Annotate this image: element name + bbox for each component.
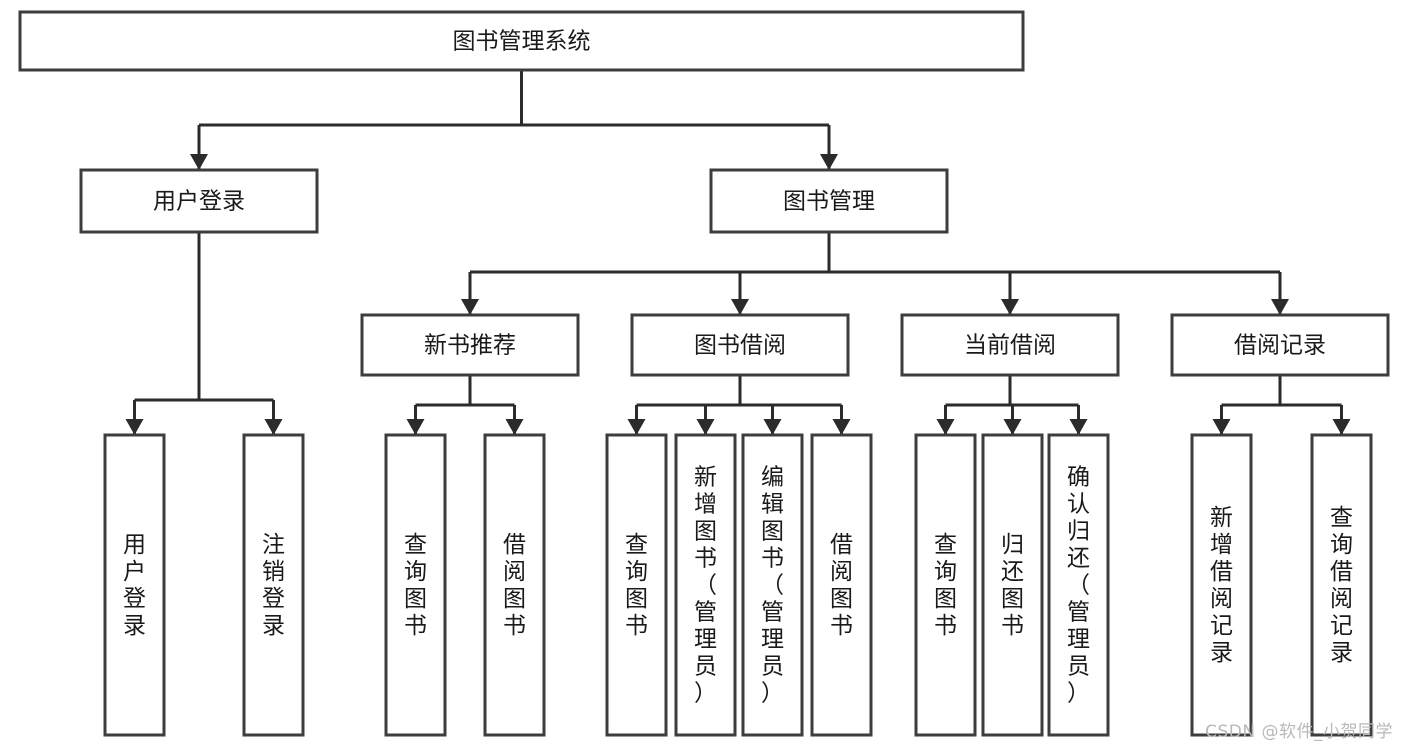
- node-book-management[interactable]: 图书管理: [709, 168, 949, 234]
- node-label-leaf-add-borrow-record: 新增借阅记录: [1210, 505, 1233, 666]
- node-label-leaf-edit-book-admin: 编辑图书（管理员）: [761, 465, 784, 707]
- node-label-leaf-query-book-recommend: 查询图书: [404, 532, 427, 639]
- node-label-user-login: 用户登录: [153, 189, 245, 215]
- node-book-borrow[interactable]: 图书借阅: [630, 313, 850, 377]
- node-label-leaf-add-book-admin: 新增图书（管理员）: [694, 465, 717, 707]
- node-leaf-query-book-borrow[interactable]: 查询图书: [605, 433, 668, 737]
- node-box-leaf-borrow-book-recommend[interactable]: [483, 433, 546, 737]
- node-box-leaf-user-login[interactable]: [103, 433, 166, 737]
- node-leaf-user-login[interactable]: 用户登录: [103, 433, 166, 737]
- node-leaf-return-book[interactable]: 归还图书: [981, 433, 1044, 737]
- node-label-leaf-borrow-book-recommend: 借阅图书: [503, 532, 526, 639]
- node-root[interactable]: 图书管理系统: [18, 10, 1025, 72]
- node-box-leaf-return-book[interactable]: [981, 433, 1044, 737]
- node-borrow-record[interactable]: 借阅记录: [1170, 313, 1390, 377]
- node-label-root: 图书管理系统: [453, 29, 591, 55]
- node-box-new-book-recommend[interactable]: [360, 313, 580, 377]
- node-user-login[interactable]: 用户登录: [79, 168, 319, 234]
- node-box-leaf-confirm-return-admin[interactable]: [1047, 433, 1110, 737]
- node-box-leaf-borrow-book[interactable]: [810, 433, 873, 737]
- node-label-book-borrow: 图书借阅: [694, 333, 786, 359]
- node-label-leaf-logout: 注销登录: [262, 532, 285, 639]
- node-box-book-management[interactable]: [709, 168, 949, 234]
- node-label-leaf-query-book-borrow: 查询图书: [625, 532, 648, 639]
- connector-layer: [125, 70, 1351, 435]
- node-box-leaf-query-book-recommend[interactable]: [384, 433, 447, 737]
- node-box-leaf-add-book-admin[interactable]: [674, 433, 737, 737]
- node-leaf-confirm-return-admin[interactable]: 确认归还（管理员）: [1047, 433, 1110, 737]
- node-label-leaf-confirm-return-admin: 确认归还（管理员）: [1067, 465, 1090, 707]
- node-label-leaf-query-book-current: 查询图书: [934, 532, 957, 639]
- node-label-leaf-return-book: 归还图书: [1001, 532, 1024, 639]
- node-leaf-borrow-book[interactable]: 借阅图书: [810, 433, 873, 737]
- node-leaf-add-borrow-record[interactable]: 新增借阅记录: [1190, 433, 1253, 737]
- node-label-leaf-borrow-book: 借阅图书: [830, 532, 853, 639]
- node-leaf-edit-book-admin[interactable]: 编辑图书（管理员）: [741, 433, 804, 737]
- node-label-book-management: 图书管理: [783, 189, 875, 215]
- node-box-leaf-add-borrow-record[interactable]: [1190, 433, 1253, 737]
- node-label-current-borrow: 当前借阅: [964, 333, 1056, 359]
- node-box-leaf-edit-book-admin[interactable]: [741, 433, 804, 737]
- node-label-leaf-user-login: 用户登录: [123, 532, 146, 639]
- node-box-leaf-query-borrow-record[interactable]: [1310, 433, 1373, 737]
- node-box-borrow-record[interactable]: [1170, 313, 1390, 377]
- node-leaf-add-book-admin[interactable]: 新增图书（管理员）: [674, 433, 737, 737]
- node-leaf-query-book-current[interactable]: 查询图书: [914, 433, 977, 737]
- node-label-borrow-record: 借阅记录: [1234, 333, 1326, 359]
- node-new-book-recommend[interactable]: 新书推荐: [360, 313, 580, 377]
- node-leaf-logout[interactable]: 注销登录: [242, 433, 305, 737]
- node-box-leaf-logout[interactable]: [242, 433, 305, 737]
- node-box-leaf-query-book-borrow[interactable]: [605, 433, 668, 737]
- node-layer: 图书管理系统用户登录图书管理新书推荐图书借阅当前借阅借阅记录用户登录注销登录查询…: [18, 10, 1390, 737]
- node-label-new-book-recommend: 新书推荐: [424, 333, 516, 359]
- node-box-root[interactable]: [18, 10, 1025, 72]
- node-leaf-query-book-recommend[interactable]: 查询图书: [384, 433, 447, 737]
- node-label-leaf-query-borrow-record: 查询借阅记录: [1330, 505, 1353, 666]
- node-current-borrow[interactable]: 当前借阅: [900, 313, 1120, 377]
- node-box-user-login[interactable]: [79, 168, 319, 234]
- node-box-leaf-query-book-current[interactable]: [914, 433, 977, 737]
- node-leaf-query-borrow-record[interactable]: 查询借阅记录: [1310, 433, 1373, 737]
- node-leaf-borrow-book-recommend[interactable]: 借阅图书: [483, 433, 546, 737]
- node-box-book-borrow[interactable]: [630, 313, 850, 377]
- node-box-current-borrow[interactable]: [900, 313, 1120, 377]
